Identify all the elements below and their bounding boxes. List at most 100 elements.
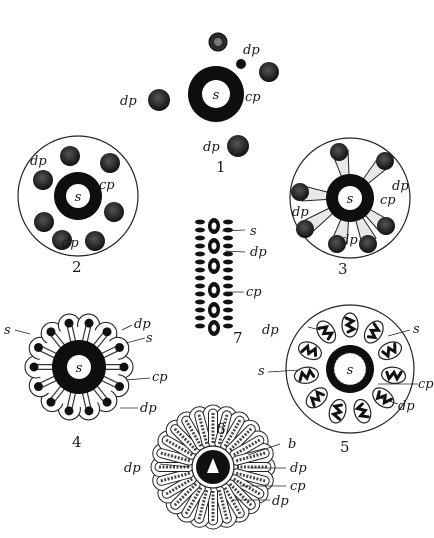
- cell-left: [195, 284, 205, 289]
- label-cp: cp: [245, 90, 261, 105]
- cell-right: [223, 316, 233, 321]
- oval-bundle: [361, 318, 387, 347]
- oval-bundle: [327, 397, 349, 425]
- oval-bundle: [381, 366, 407, 385]
- label-dp-top: dp: [250, 245, 267, 260]
- label-dp-bottom: dp: [398, 399, 415, 414]
- figure-6: 6 b dp dp cp dp: [124, 405, 307, 529]
- figure-1: s cp dp dp dp 1: [120, 33, 279, 176]
- strand-tip: [30, 363, 39, 372]
- label-s-left: s: [4, 323, 11, 338]
- strand-tip: [34, 343, 43, 352]
- cell-right: [223, 284, 233, 289]
- label-cp: cp: [418, 377, 434, 392]
- cell-left: [195, 268, 205, 273]
- label-dp-top: dp: [30, 154, 47, 169]
- strand-tip: [103, 327, 112, 336]
- oval-bundle: [351, 397, 373, 425]
- bundle-bottom: [227, 135, 249, 157]
- label-s-left: s: [258, 364, 265, 379]
- strand-tip: [115, 343, 124, 352]
- oval-bundle: [293, 366, 319, 385]
- cell-right: [223, 260, 233, 265]
- label-cp: cp: [99, 178, 115, 193]
- figure-7: s dp cp 7: [195, 218, 267, 347]
- strand-tip: [46, 398, 55, 407]
- label-cp: cp: [152, 370, 168, 385]
- cell-right: [223, 324, 233, 329]
- label-dp-bottom: dp: [62, 236, 79, 251]
- label-dp-top: dp: [262, 323, 279, 338]
- cell-right: [223, 276, 233, 281]
- cell-left: [195, 236, 205, 241]
- figure-2: s dp cp dp 2: [18, 136, 138, 276]
- label-cp: cp: [246, 285, 262, 300]
- cell-left: [195, 324, 205, 329]
- cell-right: [223, 268, 233, 273]
- strand-tip: [64, 406, 73, 415]
- figure-4: s s dp s cp dp 4: [4, 314, 168, 451]
- oval-bundle: [313, 318, 339, 347]
- label-dp-top: dp: [243, 43, 260, 58]
- cell-left: [195, 276, 205, 281]
- figure-number-6: 6: [216, 420, 226, 438]
- figure-number-7: 7: [233, 329, 243, 347]
- label-dp-bottom: dp: [341, 233, 358, 248]
- cell-right: [223, 308, 233, 313]
- figure-number-4: 4: [72, 433, 82, 451]
- bundle-left: [148, 89, 170, 111]
- label-core-s: s: [347, 363, 354, 378]
- figure-5: s dp s s cp dp 5: [258, 305, 434, 456]
- strand-tip: [64, 319, 73, 328]
- label-dp-top: dp: [134, 317, 151, 332]
- figure-number-5: 5: [340, 438, 350, 456]
- cell-left: [195, 252, 205, 257]
- label-s-right: s: [413, 322, 420, 337]
- cell-right: [223, 236, 233, 241]
- oval-bundle: [376, 338, 404, 363]
- central-cell-lumen: [212, 223, 217, 230]
- cell-right: [223, 252, 233, 257]
- label-core-s: s: [76, 361, 83, 376]
- cell-column: [195, 218, 233, 336]
- strand-tip: [34, 382, 43, 391]
- label-core-s: s: [75, 190, 82, 205]
- central-cell-lumen: [212, 287, 217, 294]
- figure-3: s cp dp dp dp 3: [290, 138, 410, 278]
- cell-left: [195, 316, 205, 321]
- central-cell-lumen: [212, 263, 217, 270]
- label-s-right: s: [146, 331, 153, 346]
- cell-left: [195, 292, 205, 297]
- cell-left: [195, 220, 205, 225]
- cell-right: [223, 228, 233, 233]
- label-dp-left: dp: [124, 461, 141, 476]
- bundle-right: [259, 62, 279, 82]
- strand-tip: [120, 363, 129, 372]
- label-dp-bottom: dp: [203, 140, 220, 155]
- label-cp: cp: [380, 193, 396, 208]
- label-dp-right: dp: [290, 461, 307, 476]
- cell-right: [223, 220, 233, 225]
- figure-number-1: 1: [216, 158, 226, 176]
- cell-left: [195, 244, 205, 249]
- strand-tip: [85, 319, 94, 328]
- oval-bundle: [296, 338, 324, 363]
- label-core-s: s: [213, 88, 220, 103]
- figure-number-2: 2: [72, 258, 82, 276]
- central-cell-lumen: [212, 307, 217, 314]
- central-cell-lumen: [212, 325, 217, 332]
- strand-tip: [103, 398, 112, 407]
- cell-right: [223, 300, 233, 305]
- cell-left: [195, 300, 205, 305]
- strand-tip: [115, 382, 124, 391]
- label-core-s: s: [347, 192, 354, 207]
- label-dp-left: dp: [292, 205, 309, 220]
- central-cell-lumen: [212, 243, 217, 250]
- label-b: b: [288, 437, 296, 452]
- label-cp: cp: [290, 479, 306, 494]
- cell-left: [195, 228, 205, 233]
- strand-tip: [85, 406, 94, 415]
- cell-left: [195, 308, 205, 313]
- cell-right: [223, 244, 233, 249]
